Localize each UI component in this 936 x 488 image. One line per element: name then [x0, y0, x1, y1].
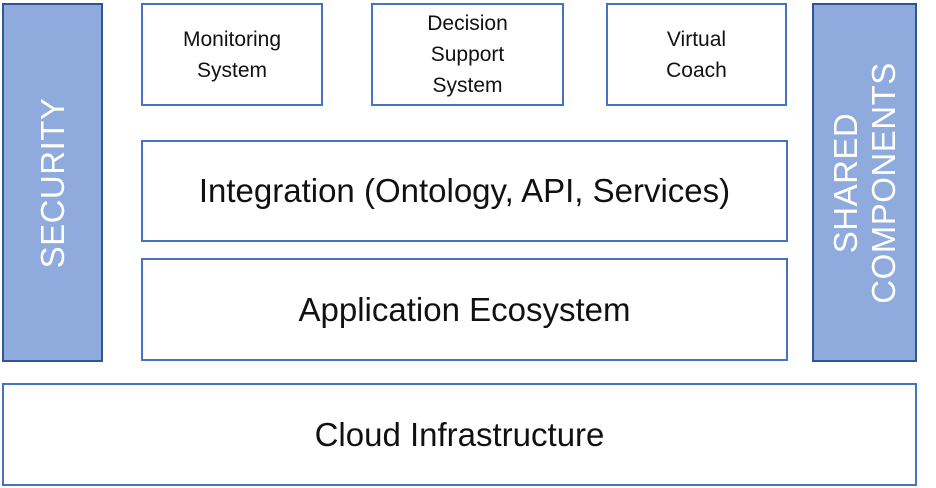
- shared-components-panel: SHARED COMPONENTS: [812, 3, 917, 362]
- decision-support-system-label: Decision Support System: [427, 12, 508, 97]
- security-panel: SECURITY: [2, 3, 103, 362]
- virtual-coach-label: Virtual Coach: [666, 27, 727, 82]
- cloud-infrastructure-label: Cloud Infrastructure: [314, 415, 605, 453]
- application-ecosystem-label: Application Ecosystem: [298, 290, 631, 328]
- integration-layer-box: Integration (Ontology, API, Services): [141, 140, 788, 242]
- monitoring-system-label: Monitoring System: [182, 27, 282, 82]
- virtual-coach-box: Virtual Coach: [606, 3, 787, 106]
- application-ecosystem-box: Application Ecosystem: [141, 258, 788, 361]
- shared-components-line-2: COMPONENTS: [864, 61, 902, 304]
- monitoring-system-box: Monitoring System: [141, 3, 323, 106]
- shared-components-line-1: SHARED: [826, 112, 864, 253]
- integration-layer-label: Integration (Ontology, API, Services): [198, 172, 731, 209]
- decision-support-system-box: Decision Support System: [371, 3, 564, 106]
- security-label: SECURITY: [33, 97, 71, 268]
- cloud-infrastructure-box: Cloud Infrastructure: [2, 383, 917, 486]
- shared-components-label: SHARED COMPONENTS: [827, 62, 903, 304]
